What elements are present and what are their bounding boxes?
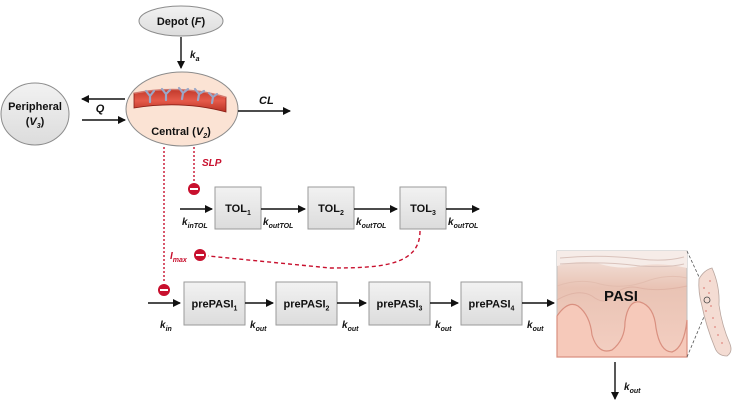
svg-text:Depot (F): Depot (F) [157,16,206,28]
tolerance-rate-labels: koutTOL koutTOL koutTOL [261,205,480,230]
ka-label: ka [190,50,200,63]
cl-label: CL [259,95,274,107]
tol-box-2: TOL2 [307,186,355,230]
kouttol-label-3: koutTOL [448,217,478,230]
svg-text:TOL3: TOL3 [410,203,436,217]
zoom-line-bottom [686,311,707,358]
kout-label-1: kout [250,320,267,333]
depot-close: ) [201,16,205,28]
kin-label: kin [160,320,172,333]
prepasi-rate-labels: kout kout kout kout [245,299,555,333]
kintol-label: kinTOL [182,217,208,230]
peripheral-label: Peripheral [8,101,62,113]
svg-text:TOL1: TOL1 [225,203,251,217]
peripheral-volume: (V3) [26,116,45,130]
tol-box-3: TOL3 [399,186,447,230]
central-label: Central (V2) [151,126,211,140]
slp-label: SLP [202,158,222,169]
kout-label-2: kout [342,320,359,333]
svg-text:prePASI2: prePASI2 [284,299,330,313]
imax-inhibition-icon [194,249,206,261]
pasi-kout-label: kout [624,382,641,395]
kout-label-4: kout [527,320,544,333]
q-label: Q [96,103,105,115]
tol-box-1: TOL1 [214,186,262,230]
prepasi-box-3: prePASI3 [368,281,431,326]
depot-param: F [195,16,202,28]
central-compartment: Central (V2) [125,71,239,147]
svg-text:prePASI1: prePASI1 [192,299,238,313]
kouttol-label-2: koutTOL [356,217,386,230]
pasi-skin-image: PASI [556,250,688,358]
slp-stimulation-icon [188,183,200,195]
tolerance-chain: TOL1 TOL2 TOL3 [214,186,447,230]
svg-text:prePASI3: prePASI3 [377,299,423,313]
prepasi-box-2: prePASI2 [275,281,338,326]
arm-icon [698,267,732,357]
pasi-label: PASI [604,288,638,305]
kin-inhibition-icon [158,284,170,296]
peripheral-compartment: Peripheral (V3) [0,82,70,146]
imax-label: Imax [170,251,188,264]
depot-label: Depot ( [157,16,195,28]
svg-text:prePASI4: prePASI4 [469,299,515,313]
prepasi-box-4: prePASI4 [460,281,523,326]
kouttol-label-1: koutTOL [263,217,293,230]
prepasi-box-1: prePASI1 [183,281,246,326]
imax-feedback-line [207,230,421,269]
depot-compartment: Depot (F) [138,5,224,37]
kout-label-3: kout [435,320,452,333]
svg-text:TOL2: TOL2 [318,203,344,217]
blood-vessel-icon [133,86,227,113]
